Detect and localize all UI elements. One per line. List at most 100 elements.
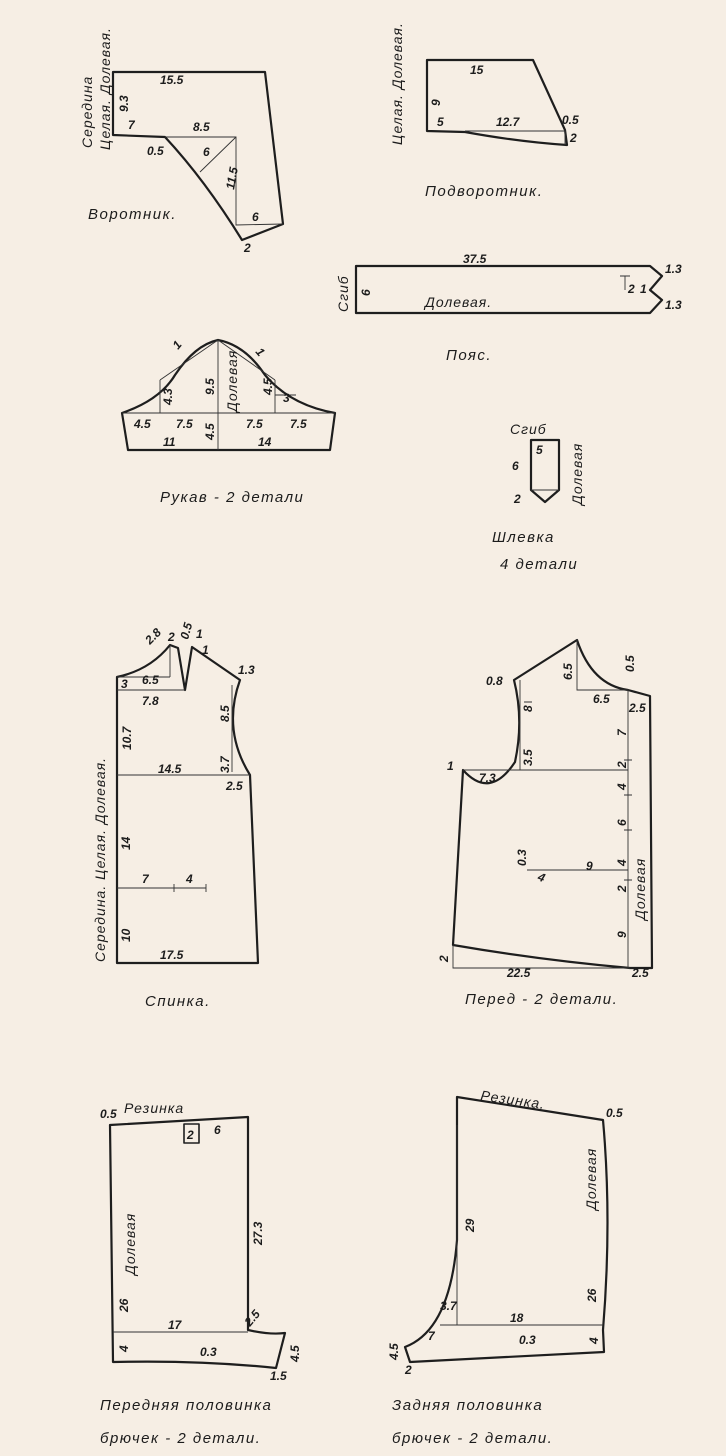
back-trousers-elastic-label: Резинка. xyxy=(480,1087,547,1112)
loop-count: 4 детали xyxy=(500,556,578,573)
dim: 2 xyxy=(627,282,635,296)
dim: 6.5 xyxy=(561,663,575,680)
dim: 11 xyxy=(163,435,176,449)
dim: 5 xyxy=(536,443,543,457)
front-grain-label: Долевая xyxy=(632,858,648,922)
dim: 2 xyxy=(437,955,451,963)
dim: 1.3 xyxy=(665,298,682,312)
dim: 6.5 xyxy=(142,673,159,687)
dim: 1 xyxy=(253,345,268,359)
belt-piece: Сгиб 37.5 6 Долевая. 2 1 1.3 1.3 Пояс. xyxy=(335,252,682,364)
dim: 4 xyxy=(117,1345,131,1353)
dim: 6 xyxy=(214,1123,221,1137)
dim: 6 xyxy=(252,210,259,224)
dim: 17 xyxy=(168,1318,183,1332)
dim: 14.5 xyxy=(158,762,182,776)
dim: 22.5 xyxy=(506,966,531,980)
dim: 6 xyxy=(203,145,210,159)
dim: 14 xyxy=(258,435,272,449)
dim: 6 xyxy=(512,459,519,473)
dim: 7 xyxy=(142,872,150,886)
dim: 11.5 xyxy=(223,166,241,191)
dim: 2.5 xyxy=(628,701,646,715)
collar-center-label: Середина xyxy=(79,76,95,148)
belt-loop-piece: Сгиб 5 6 2 Долевая Шлевка 4 детали xyxy=(492,421,585,573)
back-trousers-caption-1: Задняя половинка xyxy=(392,1397,543,1414)
dim: 8 xyxy=(521,705,535,712)
dim: 2 xyxy=(569,131,577,145)
loop-fold-label: Сгиб xyxy=(510,421,547,437)
undercollar-grain-label: Целая. Долевая. xyxy=(389,22,405,145)
dim: 4.5 xyxy=(387,1343,401,1361)
dim: 1.3 xyxy=(238,663,255,677)
dim: 8.5 xyxy=(193,120,210,134)
front-trousers-caption-2: брючек - 2 детали. xyxy=(100,1430,261,1447)
dim: 27.3 xyxy=(251,1221,265,1246)
undercollar-piece: Целая. Долевая. 15 9 5 12.7 0.5 2 Подвор… xyxy=(389,22,579,200)
dim: 3.7 xyxy=(218,755,232,773)
dim: 0.5 xyxy=(177,621,195,641)
dim: 7.5 xyxy=(290,417,307,431)
dim: 2 xyxy=(513,492,521,506)
dim: 26 xyxy=(117,1298,131,1313)
dim: 9 xyxy=(429,99,443,106)
dim: 1 xyxy=(447,759,454,773)
collar-grain-label: Целая. Долевая. xyxy=(97,27,113,150)
dim: 2 xyxy=(615,885,629,893)
belt-caption: Пояс. xyxy=(446,347,492,364)
dim: 5 xyxy=(437,115,444,129)
belt-grain-label: Долевая. xyxy=(423,294,492,310)
dim: 6 xyxy=(615,819,629,826)
dim: 4.5 xyxy=(133,417,151,431)
dim: 3 xyxy=(283,391,290,405)
back-trousers-grain-label: Долевая xyxy=(583,1148,599,1212)
dim: 17.5 xyxy=(160,948,184,962)
dim: 1 xyxy=(196,627,203,641)
front-trousers-caption-1: Передняя половинка xyxy=(100,1397,272,1414)
dim: 7.8 xyxy=(142,694,159,708)
dim: 7 xyxy=(128,118,136,132)
dim: 37.5 xyxy=(463,252,487,266)
dim: 29 xyxy=(463,1218,477,1233)
loop-caption: Шлевка xyxy=(492,529,555,546)
dim: 18 xyxy=(510,1311,524,1325)
front-trousers-grain-label: Долевая xyxy=(122,1213,138,1277)
dim: 9 xyxy=(586,859,593,873)
dim: 1.5 xyxy=(270,1369,287,1383)
belt-fold-label: Сгиб xyxy=(335,275,351,312)
dim: 2 xyxy=(404,1363,412,1377)
dim: 14 xyxy=(119,836,133,850)
dim: 4.5 xyxy=(261,378,275,396)
dim: 0.5 xyxy=(606,1106,623,1120)
dim: 4 xyxy=(615,859,629,867)
dim: 8.5 xyxy=(218,705,232,722)
dim: 3.5 xyxy=(521,749,535,766)
dim: 7 xyxy=(615,728,629,736)
dim: 4.5 xyxy=(288,1345,302,1363)
dim: 7 xyxy=(428,1329,436,1343)
sleeve-piece: 1 1 9.5 Долевая 4.3 4.5 3 4.5 7.5 4.5 7.… xyxy=(120,338,337,506)
dim: 0.5 xyxy=(623,655,637,672)
dim: 2 xyxy=(615,761,629,769)
collar-caption: Воротник. xyxy=(88,206,177,223)
dim: 2 xyxy=(167,630,175,644)
dim: 0.5 xyxy=(100,1107,117,1121)
back-grain-label: Середина. Целая. Долевая. xyxy=(92,757,108,962)
dim: 0.3 xyxy=(200,1345,217,1359)
dim: 0.8 xyxy=(486,674,503,688)
dim: 0.5 xyxy=(147,144,164,158)
front-piece: 0.8 6.5 0.5 6.5 2.5 8 7 3.5 2 1 7.3 4 6 … xyxy=(437,638,654,1008)
dim: 6.5 xyxy=(593,692,610,706)
dim: 4 xyxy=(615,783,629,791)
dim: 2.5 xyxy=(241,1307,263,1330)
dim: 2 xyxy=(186,1128,194,1142)
back-trousers-caption-2: брючек - 2 детали. xyxy=(392,1430,553,1447)
dim: 4 xyxy=(535,869,547,885)
dim: 4.3 xyxy=(161,388,175,406)
front-caption: Перед - 2 детали. xyxy=(465,991,618,1008)
dim: 7.5 xyxy=(176,417,193,431)
dim: 6 xyxy=(359,289,373,296)
dim: 15.5 xyxy=(160,73,184,87)
dim: 7.3 xyxy=(479,771,496,785)
